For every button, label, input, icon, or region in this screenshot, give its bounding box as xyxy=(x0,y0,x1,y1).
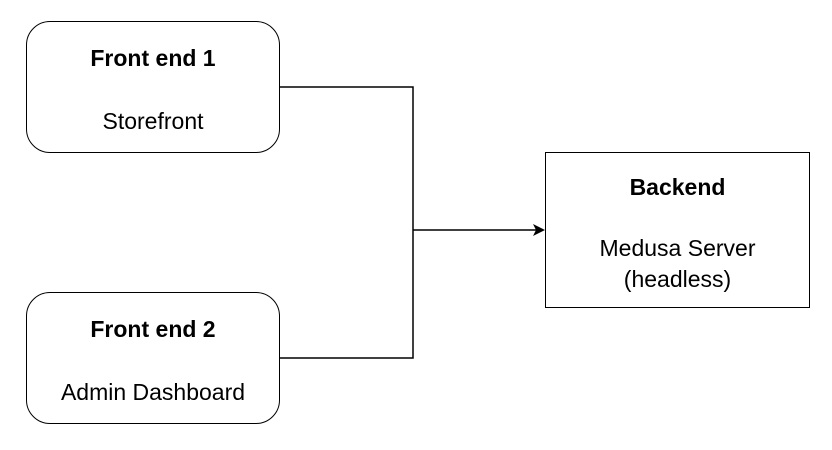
backend-title: Backend xyxy=(629,174,726,200)
front-end-1-node: Front end 1 Storefront xyxy=(26,21,280,153)
connector-front-end-1 xyxy=(280,86,414,230)
front-end-2-label: Admin Dashboard xyxy=(60,379,246,405)
front-end-1-label: Storefront xyxy=(102,108,204,134)
backend-label-line-2: (headless) xyxy=(623,266,732,292)
front-end-2-title: Front end 2 xyxy=(90,316,216,342)
backend-node: Backend Medusa Server (headless) xyxy=(545,152,810,308)
backend-label-line-1: Medusa Server xyxy=(599,235,756,261)
front-end-1-title: Front end 1 xyxy=(90,45,216,71)
front-end-2-node: Front end 2 Admin Dashboard xyxy=(26,292,280,424)
connector-front-end-2 xyxy=(280,230,414,359)
